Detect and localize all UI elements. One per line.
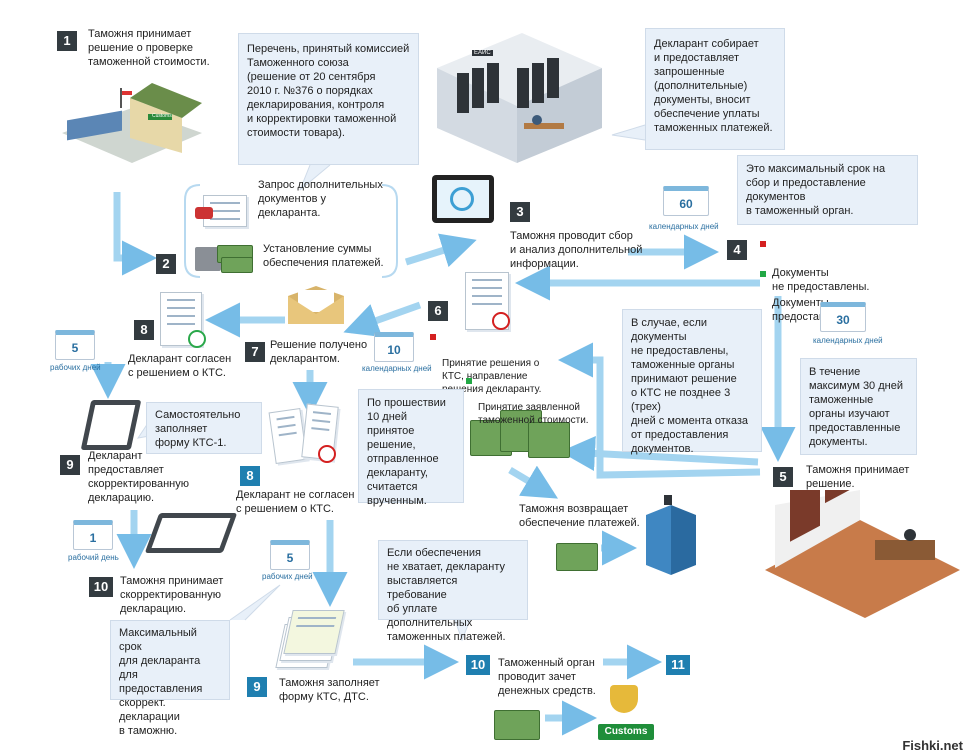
server-sign: ЕАИС <box>472 50 493 56</box>
note-commission-list: Перечень, принятый комиссией Таможенного… <box>238 33 419 165</box>
customs-emblem-icon <box>610 685 638 713</box>
red-seal-icon <box>492 312 510 330</box>
calendar-30-caption: календарных дней <box>813 336 883 345</box>
callout-tail-maxcorr <box>229 584 281 621</box>
arrow-2-3 <box>404 233 477 268</box>
brand-watermark: Fishki.net <box>902 738 963 753</box>
arrow-5-refund <box>560 435 759 471</box>
step-8b-text: Декларант не согласен с решением о КТС. <box>236 489 355 515</box>
step-10b-text: Таможенный орган проводит зачет денежных… <box>498 657 596 697</box>
step-9a-text: Декларант предоставляет скорректированну… <box>88 450 189 504</box>
note-declarant-collects: Декларант собирает и предоставляет запро… <box>645 28 785 150</box>
arrow-1-2 <box>113 192 157 276</box>
calendar-1-caption: рабочий день <box>68 553 119 562</box>
green-seal-icon <box>188 330 206 348</box>
money-stacks-icon <box>470 400 570 460</box>
note-kts1: Самостоятельно заполняет форму КТС-1. <box>146 402 262 454</box>
money-icon-customs <box>494 700 542 740</box>
documents-stamp-icon <box>195 195 255 235</box>
calendar-5-caption-a: рабочих дней <box>50 363 101 372</box>
arrow-money-refund <box>508 465 559 499</box>
step-10a-badge: 10 <box>89 577 113 597</box>
calendar-60-caption: календарных дней <box>649 222 719 231</box>
step-2-badge: 2 <box>156 254 176 274</box>
step-2-request-text: Запрос дополнительных документов у декла… <box>258 179 383 219</box>
step-9b-text: Таможня заполняет форму КТС, ДТС. <box>279 677 380 703</box>
torn-document-icon <box>268 403 342 465</box>
calendar-5-caption-b: рабочих дней <box>262 572 313 581</box>
step-1-badge: 1 <box>57 31 77 51</box>
note-max-corrected: Максимальный срок для декларанта для пре… <box>110 620 230 737</box>
callout-tail-insufficient <box>454 619 471 642</box>
server-room-illustration: ЕАИС <box>432 28 607 168</box>
tablet-search-icon <box>450 187 474 211</box>
step-9a-badge: 9 <box>60 455 80 475</box>
callout-tail-declarant <box>611 124 646 141</box>
step-4-red-text: Документы не предоставлены. <box>760 238 869 294</box>
red-bullet-icon <box>430 334 436 340</box>
callout-tail-list <box>299 164 331 191</box>
refund-text: Таможня возвращает обеспечение платежей. <box>519 503 640 529</box>
green-bullet-icon <box>466 378 472 384</box>
calendar-30-icon: 30 <box>820 302 866 332</box>
customs-badge: Customs <box>598 724 654 740</box>
step-1-text: Таможня принимает решение о проверке там… <box>88 28 210 68</box>
step-10b-badge: 10 <box>466 655 490 675</box>
step-7-text: Решение получено декларантом. <box>270 339 368 365</box>
envelope-icon <box>288 286 344 324</box>
step2-bracket <box>184 184 398 278</box>
calendar-1-icon: 1 <box>73 520 113 550</box>
note-insufficient: Если обеспечения не хватает, декларанту … <box>378 540 528 643</box>
step-2-security-text: Установление суммы обеспечения платежей. <box>263 243 384 269</box>
step-3-text: Таможня проводит сбор и анализ дополните… <box>510 230 643 270</box>
step-8b-badge: 8 <box>240 466 260 486</box>
customs-office-illustration <box>765 432 960 620</box>
step-8a-text: Декларант согласен с решением о КТС. <box>128 353 232 379</box>
money-icon-refund <box>556 535 600 571</box>
calendar-60-icon: 60 <box>663 186 709 216</box>
warehouse-illustration: Customs <box>52 78 212 178</box>
step-4-badge: 4 <box>727 240 747 260</box>
clipboard-icon-2 <box>144 513 238 553</box>
note-max-term: Это максимальный срок на сбор и предоста… <box>737 155 918 225</box>
calendar-5-icon-a: 5 <box>55 330 95 360</box>
note-ten-days: По прошествии 10 дней принятое решение, … <box>358 389 464 507</box>
green-bullet-icon <box>760 271 766 277</box>
step-8a-badge: 8 <box>134 320 154 340</box>
warehouse-sign: Customs <box>152 113 172 119</box>
step-5-badge: 5 <box>773 467 793 487</box>
tablet-illustration <box>432 175 494 223</box>
step-5-text: Таможня принимает решение. <box>806 464 910 490</box>
step-6-badge: 6 <box>428 301 448 321</box>
red-bullet-icon <box>760 241 766 247</box>
step-7-badge: 7 <box>245 342 265 362</box>
form-stack-icon <box>275 610 345 670</box>
calendar-10-icon: 10 <box>374 332 414 362</box>
note-thirty-days: В течение максимум 30 дней таможенные ор… <box>800 358 917 455</box>
bank-building-illustration <box>636 495 706 580</box>
calculator-money-icon <box>195 245 255 275</box>
step-10a-text: Таможня принимает скорректированную декл… <box>120 575 224 615</box>
arrow-5-6 <box>558 342 761 479</box>
calendar-5-icon-b: 5 <box>270 540 310 570</box>
step-9b-badge: 9 <box>247 677 267 697</box>
clipboard-icon <box>80 400 142 450</box>
arrow-6-7 <box>343 301 422 338</box>
step-11-badge: 11 <box>666 655 690 675</box>
note-not-provided: В случае, если документы не предоставлен… <box>622 309 762 455</box>
step-6-green-text: Принятие заявленной таможенной стоимости… <box>466 375 589 427</box>
step-3-badge: 3 <box>510 202 530 222</box>
calendar-10-caption: календарных дней <box>362 364 432 373</box>
